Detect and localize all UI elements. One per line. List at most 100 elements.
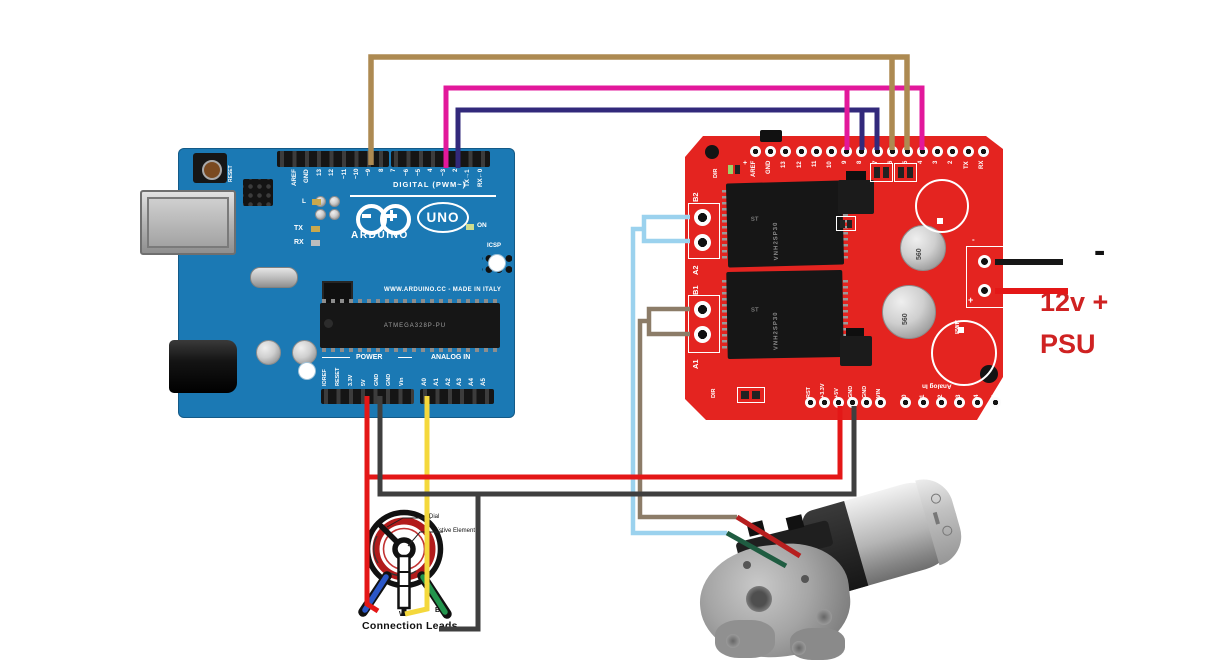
- mcu-chip: ATMEGA328P-PU: [320, 303, 500, 348]
- bolt-hole: [726, 634, 740, 648]
- digital-caption: DIGITAL (PWM~): [393, 180, 467, 189]
- shield-top-pin-holes: [750, 146, 993, 157]
- tx-led: [311, 226, 320, 232]
- leader-line: [407, 531, 443, 547]
- mounting-hole: [489, 255, 505, 271]
- pin-hole: [750, 146, 761, 157]
- smd-part: [883, 167, 889, 178]
- silk-circle: [915, 179, 969, 233]
- wire-b1a1-bracket: [646, 306, 690, 337]
- pin-hole: [977, 146, 989, 157]
- plus-silk: +: [743, 160, 748, 167]
- smd-part: [898, 167, 904, 178]
- smd-part: [840, 220, 845, 228]
- pot-connection-leads-label: Connection Leads: [362, 620, 458, 632]
- terminal-hole-a2: [693, 233, 711, 251]
- terminal-box-1: [688, 295, 720, 353]
- pin-hole: [871, 146, 883, 157]
- arduino-brand: ARDUINO: [351, 230, 409, 241]
- smd-part: [874, 167, 880, 178]
- mounting-hole: [705, 145, 719, 159]
- on-led: [466, 224, 474, 230]
- power-jack: [169, 340, 237, 393]
- wire-b1a1-to-motor: [637, 318, 737, 520]
- psu-label: PSU: [1040, 329, 1096, 359]
- chip-pins: [722, 280, 727, 352]
- rx-led: [311, 240, 320, 246]
- voltage-regulator: [838, 180, 874, 214]
- wire-5v-to-shield: [367, 406, 843, 480]
- jumper-block: [760, 130, 782, 142]
- wire-d2: [455, 107, 880, 168]
- reset-button: [193, 153, 227, 183]
- logo-plus: [389, 210, 394, 221]
- pin-hole: [795, 146, 807, 157]
- digital-header-right: [391, 151, 490, 167]
- pin-hole: [990, 397, 1001, 408]
- pin-hole: [765, 146, 777, 157]
- smd-part: [907, 167, 913, 178]
- smd-part: [741, 391, 749, 399]
- chip-pins: [843, 190, 848, 260]
- made-in-label: WWW.ARDUINO.CC - MADE IN ITALY: [384, 287, 502, 293]
- digital-header-left: [277, 151, 389, 167]
- chip-pins: [722, 190, 727, 260]
- pin-hole: [819, 397, 830, 408]
- regulator-tab: [846, 328, 864, 337]
- rx-label: RX: [294, 239, 304, 246]
- mcu-pins: [322, 299, 498, 304]
- pin-hole: [810, 146, 822, 157]
- pwr-terminal-box: [966, 246, 1004, 308]
- plus-silk: +: [968, 295, 974, 305]
- power-capacitor: 560: [882, 285, 936, 339]
- pin-hole: [847, 397, 858, 408]
- pin-hole: [932, 146, 944, 157]
- terminal-hole-b2: [693, 208, 711, 226]
- pwr-hole-plus: [978, 284, 991, 297]
- icsp2-header: [243, 179, 273, 206]
- logo-minus: [362, 214, 371, 218]
- mounting-hole: [299, 363, 315, 379]
- capacitor: [256, 340, 281, 365]
- silk-dot: [958, 327, 964, 333]
- smd-part: [735, 165, 740, 174]
- pin-hole: [917, 146, 929, 157]
- gearbox-lobe: [715, 620, 775, 658]
- shield-power-pin-holes: [805, 397, 889, 408]
- wire-d3: [443, 85, 925, 168]
- silk-line: [398, 357, 412, 359]
- led-l-label: L: [302, 198, 306, 205]
- potentiometer: [358, 509, 452, 619]
- bolt-hole: [743, 561, 751, 569]
- wire-b2a2-to-motor: [630, 226, 727, 536]
- smd-cluster: [870, 163, 893, 182]
- pin-hole: [780, 146, 792, 157]
- rotation-arrow: [373, 535, 379, 564]
- pin-hole: [947, 146, 959, 157]
- wire-5v-to-pot: [364, 396, 380, 614]
- usb-slot: [147, 197, 229, 248]
- on-label: ON: [477, 222, 487, 229]
- terminal-hole-b1: [693, 300, 711, 318]
- dc-gear-motor: [694, 472, 970, 665]
- uno-label: UNO: [426, 209, 460, 225]
- analog-header: [420, 389, 494, 404]
- pin-hole: [805, 397, 816, 408]
- regulator-tab: [846, 171, 866, 181]
- pin-hole: [936, 397, 947, 408]
- via-pad: [329, 209, 340, 220]
- mcu-label: ATMEGA328P-PU: [383, 323, 447, 329]
- pin-hole: [856, 146, 868, 157]
- pot-b-label: B: [435, 607, 441, 614]
- pin-hole: [900, 397, 911, 408]
- bolt-hole: [792, 641, 806, 655]
- mcu-notch: [324, 319, 333, 328]
- silk-dot: [937, 218, 943, 224]
- pin-hole: [918, 397, 929, 408]
- via-pad: [329, 196, 340, 207]
- gear-hub: [746, 586, 772, 612]
- pwr-hole-minus: [978, 255, 991, 268]
- wire-b2a2-bracket: [641, 214, 690, 244]
